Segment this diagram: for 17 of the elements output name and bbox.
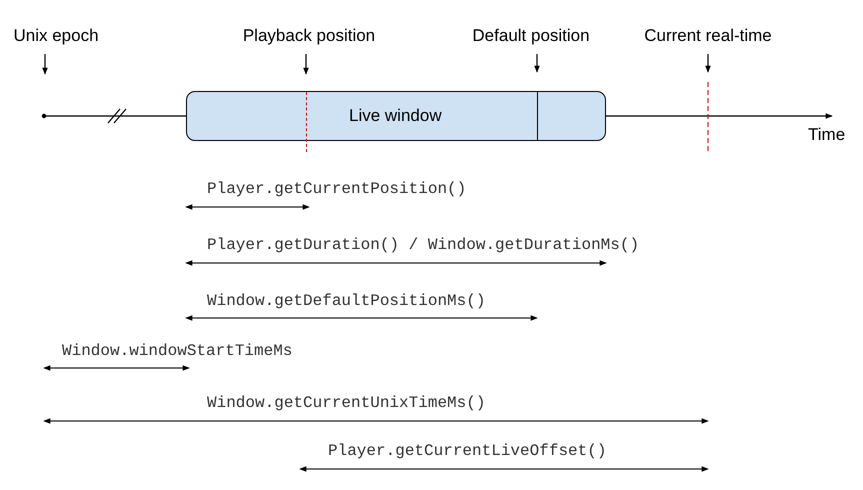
method-name: Player.getCurrentPosition() (207, 180, 466, 198)
pointer-arrow (705, 54, 711, 73)
method-name: Window.windowStartTimeMs (62, 342, 292, 360)
marker-label: Default position (464, 24, 598, 50)
axis-label: Time (808, 125, 846, 145)
marker-label: Playback position (232, 24, 386, 50)
live-window-box (186, 91, 606, 141)
marker-label: Current real-time (636, 24, 780, 50)
method-name: Player.getCurrentLiveOffset() (328, 442, 606, 460)
box-title: Live window (349, 106, 442, 126)
pointer-arrow (534, 54, 540, 73)
method-name: Window.getCurrentUnixTimeMs() (207, 394, 486, 412)
pointer-arrow (303, 54, 309, 75)
pointer-arrow (42, 54, 48, 75)
marker-label: Unix epoch (8, 24, 104, 50)
method-name: Player.getDuration() / Window.getDurationMs() (207, 236, 640, 254)
method-name: Window.getDefaultPositionMs() (207, 292, 486, 310)
